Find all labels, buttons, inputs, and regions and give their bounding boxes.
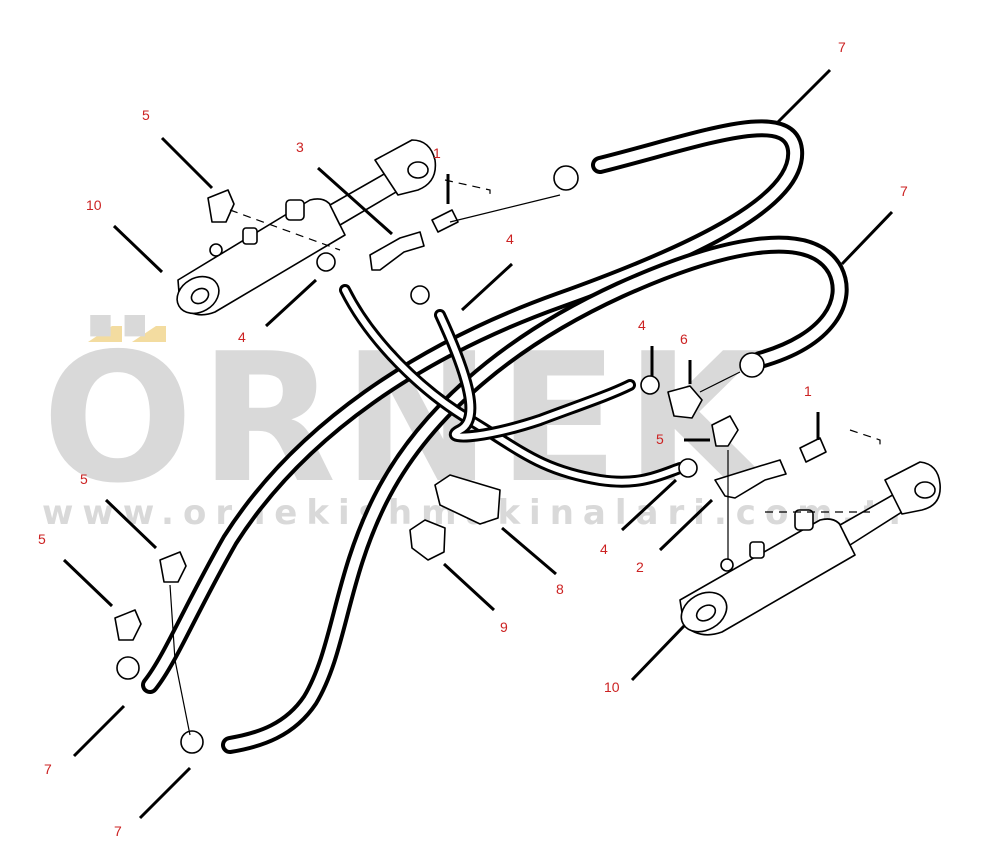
callout-5-left-a: 5 bbox=[80, 471, 88, 487]
callout-3: 3 bbox=[296, 139, 304, 155]
arrow-7-top bbox=[776, 68, 832, 124]
arrow-5-top bbox=[160, 136, 214, 190]
watermark: ÖRNEK www.ornekishmakinalari.com.tr bbox=[42, 315, 906, 533]
arrow-4-right-bottom bbox=[620, 478, 678, 532]
arrow-7-left-b bbox=[138, 766, 192, 820]
arrow-5-left-b bbox=[62, 558, 114, 608]
elbow-fitting-left-a bbox=[159, 551, 187, 583]
arrow-10-left bbox=[112, 224, 164, 274]
arrow-3 bbox=[317, 166, 393, 236]
callout-10-left: 10 bbox=[86, 197, 102, 213]
straight-fitting-1-left bbox=[431, 209, 459, 233]
callout-5-top: 5 bbox=[142, 107, 150, 123]
callout-7-left-a: 7 bbox=[44, 761, 52, 777]
callout-4-right-bottom: 4 bbox=[600, 541, 608, 557]
elbow-fitting-right bbox=[711, 415, 739, 447]
arrow-4-left bbox=[264, 278, 318, 328]
arrow-8 bbox=[501, 526, 557, 576]
tube-fitting-3 bbox=[369, 231, 425, 271]
arrow-9 bbox=[442, 562, 496, 612]
tube-fitting-2 bbox=[714, 459, 787, 499]
callout-4-left: 4 bbox=[238, 329, 246, 345]
reference-lines bbox=[169, 179, 881, 736]
hose-end-c bbox=[678, 458, 698, 478]
hose-end-right bbox=[739, 352, 765, 378]
hose-end-b bbox=[640, 375, 660, 395]
callout-1-left: 1 bbox=[433, 145, 441, 161]
watermark-brand: ÖRNEK bbox=[42, 315, 769, 522]
arrow-10-right bbox=[630, 624, 686, 682]
hose-end-upper bbox=[553, 165, 579, 191]
watermark-accent-left bbox=[88, 326, 122, 342]
hose-short-a-core bbox=[342, 287, 683, 485]
callout-8: 8 bbox=[556, 581, 564, 597]
arrow-4-center bbox=[460, 262, 514, 312]
callout-7-right: 7 bbox=[900, 183, 908, 199]
pointer-arrows bbox=[62, 68, 894, 820]
callout-7-left-b: 7 bbox=[114, 823, 122, 839]
callout-4-right-top: 4 bbox=[638, 317, 646, 333]
tee-fitting-6 bbox=[667, 385, 703, 419]
cylinder-right bbox=[679, 461, 941, 636]
hose-end-top-left bbox=[316, 252, 336, 272]
hose-short-b-core bbox=[437, 312, 633, 440]
callouts: 5 10 3 1 4 4 7 7 4 6 1 5 4 2 8 9 10 5 5 … bbox=[38, 39, 908, 839]
arrow-7-left-a bbox=[72, 704, 126, 758]
clamp-8 bbox=[434, 474, 501, 525]
hose-end-lower-left-a bbox=[116, 656, 140, 680]
hose-lower-core bbox=[225, 239, 845, 750]
callout-5-mid: 5 bbox=[656, 431, 664, 447]
fittings bbox=[114, 165, 827, 754]
callout-2: 2 bbox=[636, 559, 644, 575]
callout-5-left-b: 5 bbox=[38, 531, 46, 547]
callout-10-right: 10 bbox=[604, 679, 620, 695]
callout-6: 6 bbox=[680, 331, 688, 347]
callout-9: 9 bbox=[500, 619, 508, 635]
hoses bbox=[141, 119, 849, 754]
watermark-accent-right bbox=[132, 326, 166, 342]
callout-4-center: 4 bbox=[506, 231, 514, 247]
elbow-fitting-left-b bbox=[114, 609, 142, 641]
cylinder-left bbox=[176, 139, 437, 316]
arrow-5-left-a bbox=[104, 498, 158, 550]
hose-upper-core bbox=[145, 123, 801, 690]
arrow-2 bbox=[658, 498, 714, 552]
hose-end-a bbox=[410, 285, 430, 305]
elbow-fitting-left-top bbox=[207, 189, 235, 223]
arrow-7-right bbox=[840, 210, 894, 266]
straight-fitting-1-right bbox=[799, 437, 827, 463]
clamp-9 bbox=[409, 519, 446, 561]
hose-end-lower-left-b bbox=[180, 730, 204, 754]
callout-1-right: 1 bbox=[804, 383, 812, 399]
callout-7-top: 7 bbox=[838, 39, 846, 55]
